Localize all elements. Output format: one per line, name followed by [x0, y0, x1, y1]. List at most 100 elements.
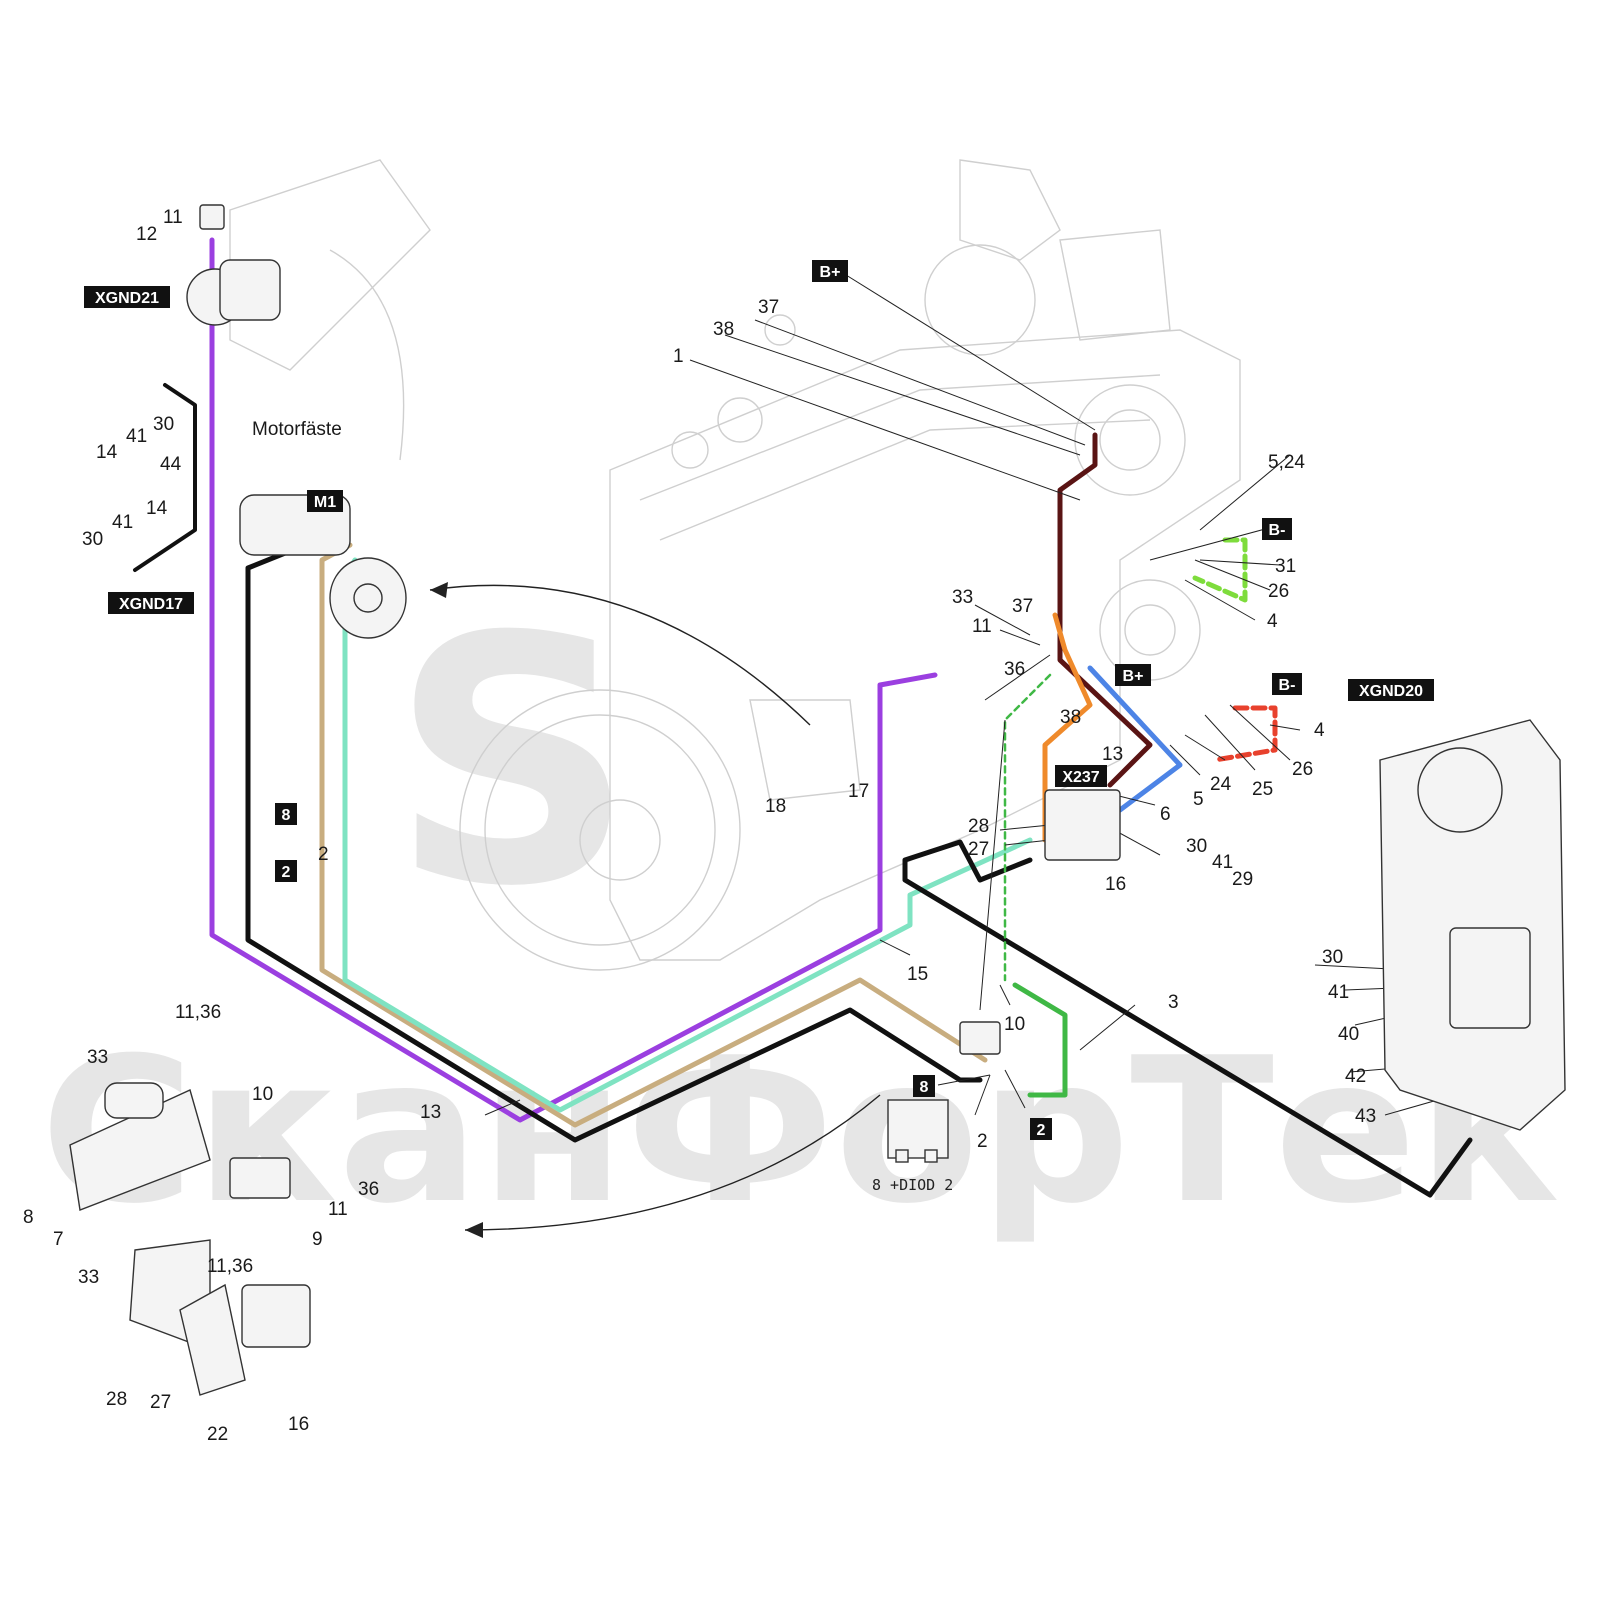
wire-blue-6	[1087, 665, 1183, 813]
label-13: 13	[420, 1102, 441, 1123]
wiring-harness	[133, 237, 1473, 1198]
label-diod: 8 +DIOD 2	[872, 1176, 953, 1194]
connector-block-icon	[241, 789, 1121, 1348]
wire-maroon-b-plus	[1057, 432, 1153, 788]
svg-text:8: 8	[282, 807, 291, 824]
label-16: 16	[288, 1414, 309, 1435]
label-10: 10	[252, 1084, 273, 1105]
wire-lime-b-minus	[1192, 537, 1248, 603]
diode-box	[887, 1099, 949, 1163]
wire-orange-13	[1042, 612, 1093, 843]
alternator-icon	[186, 204, 281, 326]
svg-text:XGND21: XGND21	[95, 290, 159, 307]
watermark-logo: S	[390, 565, 635, 961]
label-9: 9	[312, 1229, 323, 1250]
label-22: 22	[207, 1424, 228, 1445]
label-28: 28	[968, 816, 989, 837]
relay-icon	[229, 1021, 1001, 1199]
tag-b-plus-mid: B+	[1115, 664, 1151, 686]
label-26: 26	[1268, 581, 1289, 602]
label-33: 33	[78, 1267, 99, 1288]
tag-wire-8-left: 8	[275, 803, 297, 825]
tag-wire-2-left: 2	[275, 860, 297, 882]
label-11-36: 11,36	[207, 1256, 253, 1277]
label-11: 11	[972, 616, 992, 637]
label-1: 1	[673, 346, 684, 367]
label-motorfaste: Motorfäste	[252, 419, 342, 440]
label-13: 13	[1102, 744, 1123, 765]
wire-red-b-minus	[1212, 705, 1278, 763]
callout-arrows	[429, 582, 881, 1238]
label-2: 2	[318, 844, 329, 865]
label-38: 38	[1060, 707, 1081, 728]
wire-green-dashed	[1003, 673, 1052, 982]
label-17: 17	[848, 781, 869, 802]
label-37: 37	[1012, 596, 1033, 617]
label-30: 30	[1322, 947, 1343, 968]
label-29: 29	[1232, 869, 1253, 890]
part-labels: Motorfäste 11 12 14 41 30 44 41 14 30 37…	[23, 207, 1376, 1445]
tag-xgnd20: XGND20	[1348, 679, 1434, 701]
svg-text:XGND20: XGND20	[1359, 683, 1423, 700]
label-11-36: 11,36	[175, 1002, 221, 1023]
wire-black-44	[133, 383, 197, 572]
label-30: 30	[82, 529, 103, 550]
tag-wire-8-bottom: 8	[913, 1075, 935, 1097]
label-36: 36	[1004, 659, 1025, 680]
wire-black-3	[902, 839, 1473, 1198]
wire-tan-2	[319, 542, 988, 1128]
label-40: 40	[1338, 1024, 1359, 1045]
label-3: 3	[1168, 992, 1179, 1013]
label-15: 15	[907, 964, 928, 985]
wire-purple	[209, 237, 938, 1123]
label-11: 11	[328, 1199, 348, 1220]
label-27: 27	[150, 1392, 171, 1413]
tag-wire-2-bottom: 2	[1030, 1118, 1052, 1140]
label-41: 41	[126, 426, 147, 447]
svg-text:2: 2	[1037, 1122, 1046, 1139]
svg-text:M1: M1	[314, 494, 336, 511]
tag-b-minus-mid: B-	[1272, 673, 1302, 695]
label-24: 24	[1210, 774, 1232, 795]
label-38: 38	[713, 319, 734, 340]
tag-x237: X237	[1055, 765, 1107, 787]
wire-black-8	[245, 532, 983, 1143]
label-12: 12	[136, 224, 157, 245]
svg-text:2: 2	[282, 864, 291, 881]
svg-text:B+: B+	[820, 264, 841, 281]
tag-m1: M1	[307, 490, 343, 512]
label-37: 37	[758, 297, 779, 318]
label-10: 10	[1004, 1014, 1025, 1035]
label-41: 41	[112, 512, 133, 533]
tag-xgnd17: XGND17	[108, 592, 194, 614]
label-5-24: 5,24	[1268, 452, 1305, 473]
label-30: 30	[153, 414, 174, 435]
label-30: 30	[1186, 836, 1207, 857]
battery-switch-icon	[69, 719, 1566, 1396]
label-36: 36	[358, 1179, 379, 1200]
label-31: 31	[1275, 556, 1296, 577]
svg-text:XGND17: XGND17	[119, 596, 183, 613]
wire-green-10	[1012, 982, 1068, 1098]
label-16: 16	[1105, 874, 1126, 895]
label-41: 41	[1328, 982, 1349, 1003]
svg-text:X237: X237	[1062, 769, 1099, 786]
svg-text:B-: B-	[1269, 522, 1286, 539]
svg-text:B+: B+	[1123, 668, 1144, 685]
label-7: 7	[53, 1229, 64, 1250]
label-26: 26	[1292, 759, 1313, 780]
tag-xgnd21: XGND21	[84, 286, 170, 308]
label-6: 6	[1160, 804, 1171, 825]
label-44: 44	[160, 454, 182, 475]
label-42: 42	[1345, 1066, 1366, 1087]
label-8: 8	[23, 1207, 34, 1228]
svg-text:B-: B-	[1279, 677, 1296, 694]
label-11: 11	[163, 207, 183, 228]
tag-b-minus-top: B-	[1262, 518, 1292, 540]
engine-drawing	[229, 159, 1241, 971]
label-4: 4	[1314, 720, 1325, 741]
label-18: 18	[765, 796, 786, 817]
label-41: 41	[1212, 852, 1233, 873]
label-2: 2	[977, 1131, 988, 1152]
